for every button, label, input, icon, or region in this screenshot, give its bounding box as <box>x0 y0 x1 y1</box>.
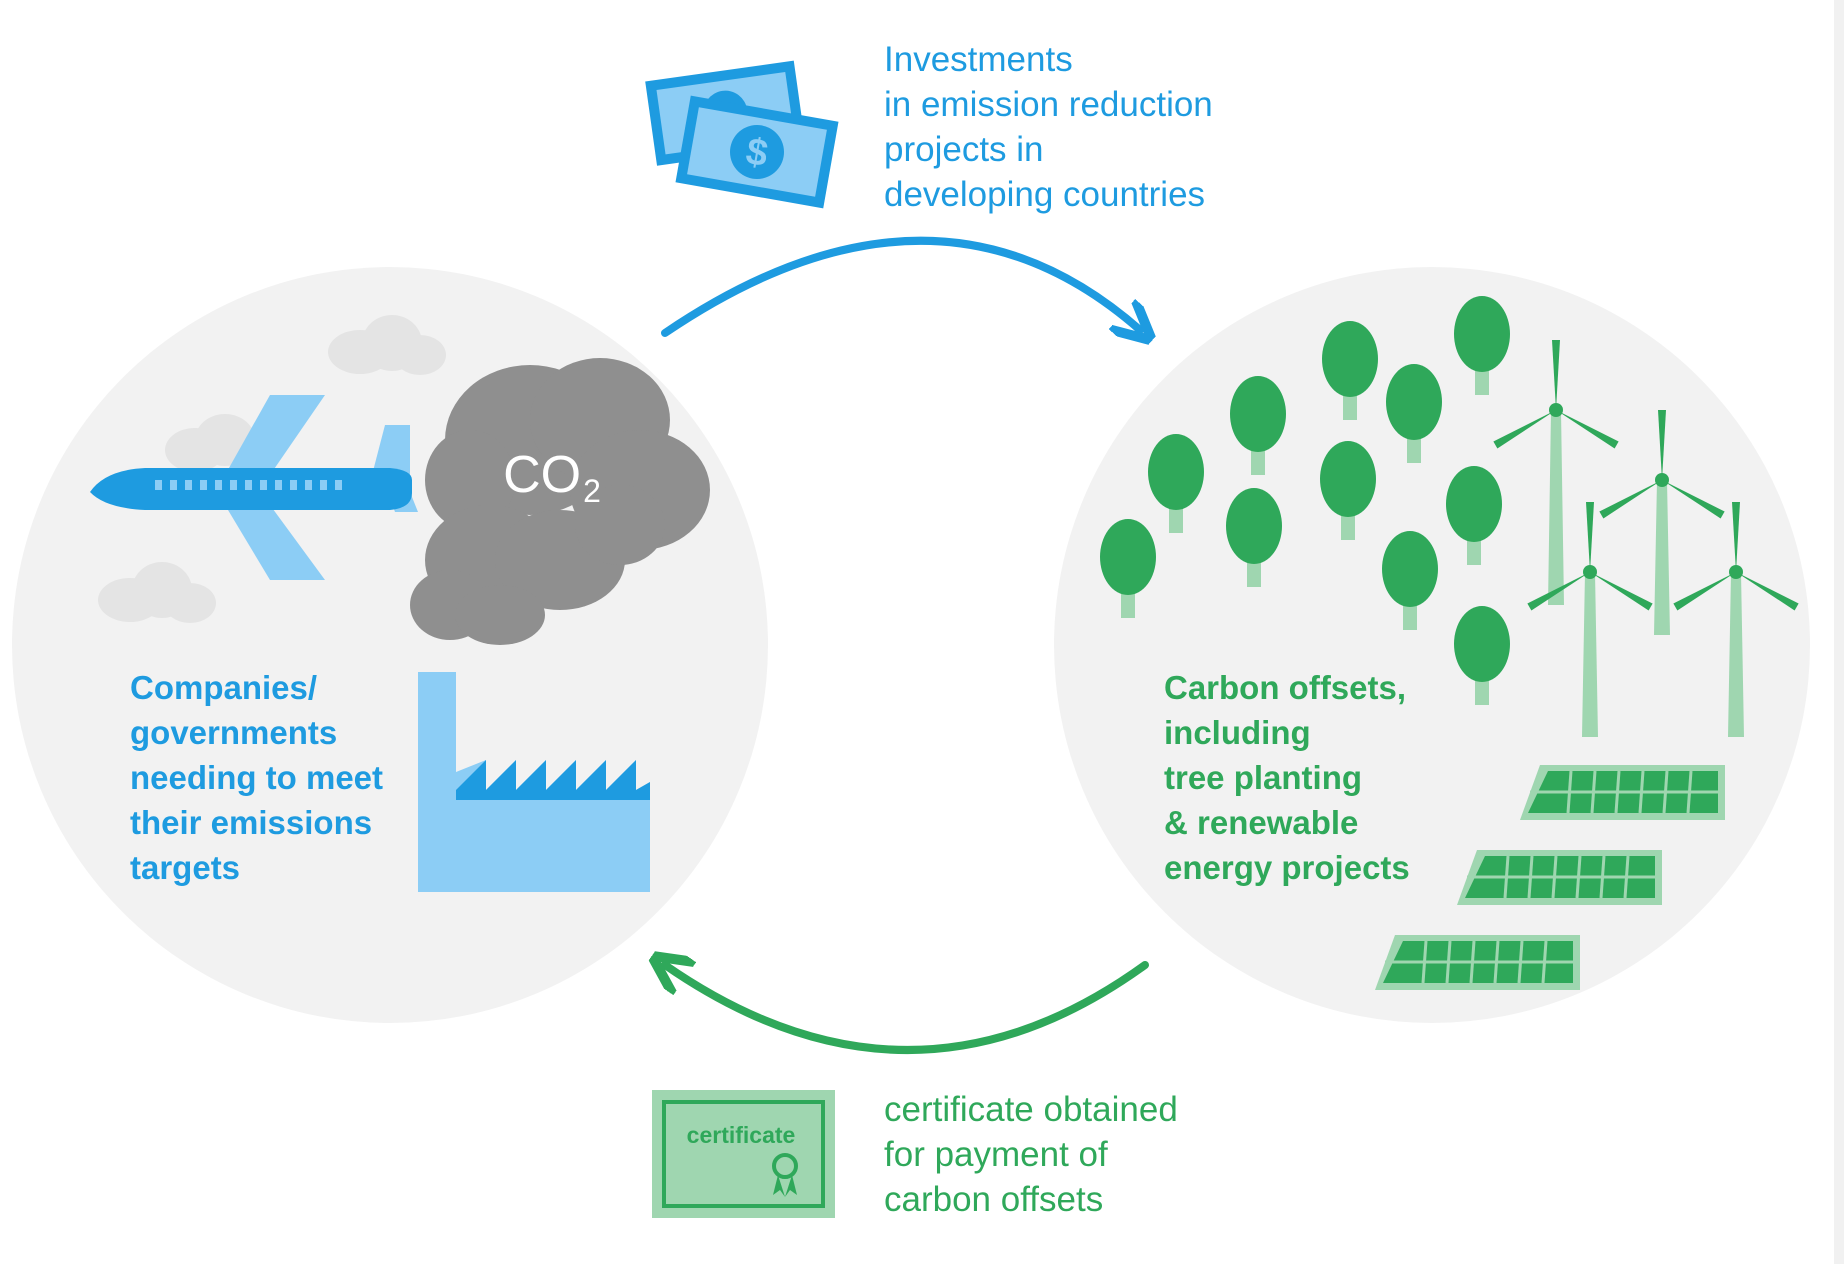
investment-label-line: projects in <box>884 130 1044 169</box>
certificate-flow-label-line: for payment of <box>884 1135 1108 1174</box>
investment-label-line: Investments <box>884 40 1073 79</box>
certificate-flow-label-line: certificate obtained <box>884 1090 1178 1129</box>
investment-label-line: developing countries <box>884 175 1206 214</box>
co2-label: CO <box>503 446 581 504</box>
investment-flow-arrow <box>661 236 1140 333</box>
certificate-flow-arrow <box>665 965 1149 1054</box>
certificate-label: certificate <box>687 1122 796 1148</box>
solar-panel-icon <box>1375 765 1725 990</box>
right-node-circle <box>1054 267 1810 1023</box>
carbon-offsets-label-line: energy projects <box>1164 849 1410 886</box>
factory-icon <box>418 672 650 892</box>
svg-text:CO2: CO2 <box>503 446 601 509</box>
companies-label-line: governments <box>130 714 338 751</box>
companies-label-line: targets <box>130 849 241 886</box>
co2-subscript: 2 <box>583 473 601 509</box>
certificate-icon: certificate <box>652 1090 835 1218</box>
co2-smoke-icon: CO2 <box>410 358 710 645</box>
investment-label-line: in emission reduction <box>884 85 1213 124</box>
companies-label-line: needing to meet <box>130 759 384 796</box>
companies-label-line: Companies/ <box>130 669 318 706</box>
investment-label: Investments in emission reduction projec… <box>884 37 1213 217</box>
wind-turbine-icon <box>1493 340 1799 737</box>
tree-icon <box>1100 296 1510 705</box>
carbon-offsets-label-line: including <box>1164 714 1311 751</box>
carbon-offsets-label-line: tree planting <box>1164 759 1363 796</box>
airplane-icon <box>90 395 418 580</box>
page-edge-strip <box>1834 0 1844 1264</box>
carbon-offsets-label-line: Carbon offsets, <box>1164 669 1407 706</box>
companies-label: Companies/ governments needing to meet t… <box>130 665 383 890</box>
certificate-flow-label: certificate obtained for payment of carb… <box>884 1087 1178 1222</box>
carbon-offsets-label-line: & renewable <box>1164 804 1359 841</box>
cloud-icon <box>98 315 446 623</box>
money-icon: $ <box>645 60 839 209</box>
certificate-flow-label-line: carbon offsets <box>884 1180 1104 1219</box>
companies-label-line: their emissions <box>130 804 373 841</box>
left-node-circle <box>12 267 768 1023</box>
carbon-offsets-label: Carbon offsets, including tree planting … <box>1164 665 1410 890</box>
